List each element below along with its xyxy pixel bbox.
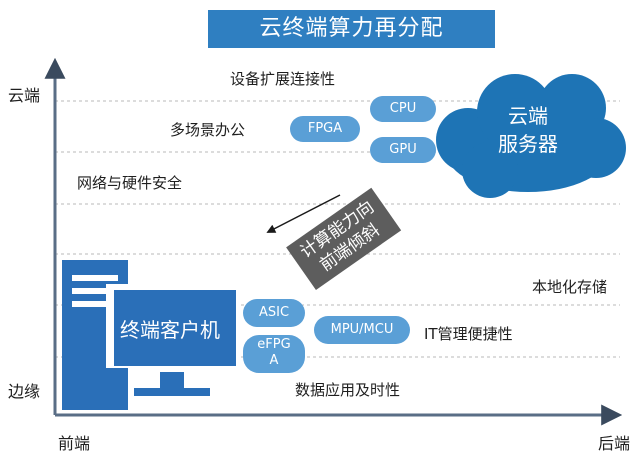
chip-gpu: GPU <box>370 137 436 163</box>
x-axis-right-label: 后端 <box>598 434 631 453</box>
shift-arrow <box>266 194 341 233</box>
feature-data-timeliness: 数据应用及时性 <box>295 381 401 399</box>
cloud-label-line2: 服务器 <box>498 132 558 156</box>
feature-multi-scene-office: 多场景办公 <box>170 121 246 139</box>
feature-network-hardware-security: 网络与硬件安全 <box>77 174 183 192</box>
cloud-shape <box>436 74 626 198</box>
x-axis-left-label: 前端 <box>58 434 91 453</box>
diagram-title: 云终端算力再分配 <box>208 10 495 48</box>
chip-efpga-line1: eFPG <box>257 337 291 352</box>
chip-fpga: FPGA <box>290 116 360 142</box>
monitor <box>106 284 240 396</box>
chip-efpga: eFPG A <box>243 335 305 373</box>
y-axis-top-label: 云端 <box>8 86 41 105</box>
chip-efpga-line2: A <box>269 353 279 368</box>
shift-box <box>286 187 402 290</box>
cloud-label-line1: 云端 <box>508 104 548 128</box>
cloud-server-label: 云端 服务器 <box>478 102 578 158</box>
chip-mpu-mcu: MPU/MCU <box>314 316 410 344</box>
y-axis-bottom-label: 边缘 <box>8 382 41 401</box>
client-label: 终端客户机 <box>120 318 220 342</box>
feature-local-storage: 本地化存储 <box>532 278 608 296</box>
feature-device-connectivity: 设备扩展连接性 <box>230 70 336 88</box>
feature-it-management: IT管理便捷性 <box>424 325 513 343</box>
chip-cpu: CPU <box>370 96 436 122</box>
chip-asic: ASIC <box>243 299 305 327</box>
